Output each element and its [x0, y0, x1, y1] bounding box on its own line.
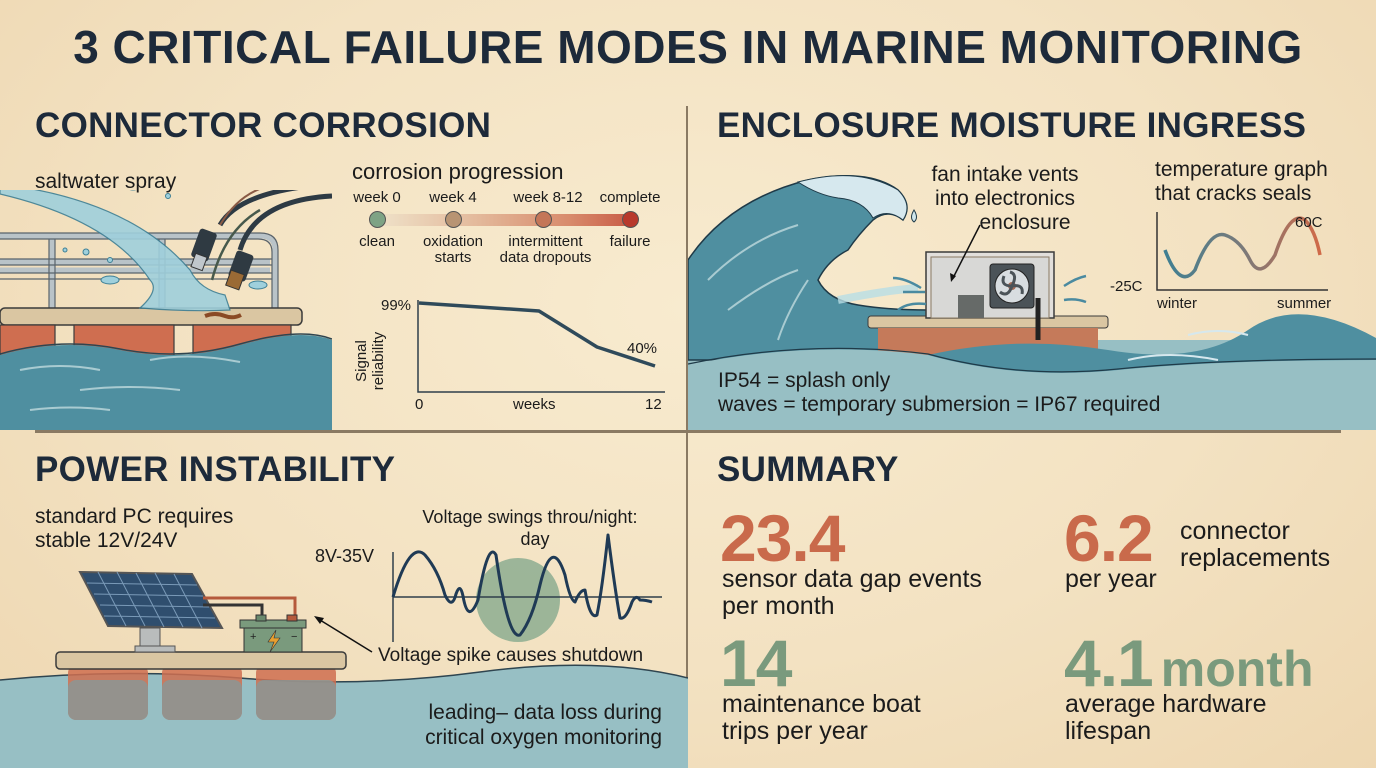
stage-dot-oxidation	[445, 211, 462, 228]
solar-panel-icon	[78, 570, 224, 653]
wave-icon	[0, 335, 332, 430]
x-max-label: 12	[645, 396, 662, 413]
lightning-icon	[267, 629, 281, 653]
stage-label: clean	[359, 233, 395, 250]
stat-value-connector-replacements: 6.2	[1064, 501, 1154, 575]
y-end-label: 40%	[627, 340, 658, 357]
x-start-label: winter	[1157, 295, 1198, 312]
stage-week: week 0	[353, 189, 401, 206]
timeline-track	[377, 214, 633, 226]
stat-side-label: connector replacements	[1180, 517, 1331, 572]
fan-icon	[989, 263, 1035, 309]
stage-dot-clean	[369, 211, 386, 228]
stat-label-boat-trips: maintenance boat trips per year	[722, 690, 921, 745]
temperature-chart: 60C -25C winter summer	[1110, 210, 1370, 320]
pc-requirement: standard PC requires stable 12V/24V	[35, 505, 234, 552]
water-splash-icon	[0, 190, 231, 312]
wave-illustration	[688, 160, 1376, 430]
y-axis-label: Signal reliability	[353, 331, 387, 391]
temp-max-label: 60C	[1295, 214, 1323, 231]
stage-week: complete	[599, 189, 661, 206]
reliability-chart: 99% 40% Signal reliability 0 weeks 12	[345, 292, 675, 420]
section-title: CONNECTOR CORROSION	[35, 106, 492, 145]
ip-rating-note: IP54 = splash only waves = temporary sub…	[718, 369, 1161, 416]
pontoon-icon	[0, 307, 303, 326]
stage-dot-failure	[622, 211, 639, 228]
svg-text:+: +	[250, 631, 256, 643]
x-end-label: summer	[1277, 295, 1332, 312]
section-title: ENCLOSURE MOISTURE INGRESS	[717, 106, 1307, 145]
stage-label: data dropouts	[499, 249, 592, 266]
stat-label-per-year: per year	[1065, 565, 1157, 593]
stat-value-hardware-lifespan: 4.1 month	[1064, 626, 1314, 700]
temp-min-label: -25C	[1110, 278, 1143, 295]
power-illustration: + −	[0, 560, 688, 768]
consequence-note: leading– data loss during critical oxyge…	[425, 701, 662, 749]
x-axis-label: weeks	[513, 396, 556, 413]
voltage-range-label: 8V-35V	[315, 546, 375, 566]
y-start-label: 99%	[381, 297, 412, 314]
voltage-chart	[390, 530, 670, 645]
x-min-label: 0	[415, 396, 424, 413]
stat-value-boat-trips: 14	[720, 626, 792, 700]
svg-text:−: −	[291, 631, 297, 643]
page-title: 3 CRITICAL FAILURE MODES IN MARINE MONIT…	[73, 21, 1303, 73]
stat-value-data-gaps: 23.4	[720, 501, 845, 575]
stage-label: intermittent	[508, 233, 583, 250]
spike-callout: Voltage spike causes shutdown	[378, 645, 644, 666]
stat-unit: month	[1160, 641, 1314, 697]
stage-label: failure	[609, 233, 651, 250]
voltage-chart-title: Voltage swings throu/night: day	[422, 507, 638, 549]
fan-callout: fan intake vents into electronics enclos…	[931, 163, 1079, 234]
battery-icon: + −	[239, 614, 307, 653]
section-title: SUMMARY	[717, 450, 899, 489]
stage-week: week 4	[429, 189, 477, 206]
temp-chart-title: temperature graph that cracks seals	[1155, 158, 1328, 205]
corrosion-timeline: week 0 clean week 4 oxidation starts wee…	[345, 189, 665, 269]
progression-title: corrosion progression	[352, 159, 564, 184]
stage-label: oxidation	[422, 233, 484, 250]
stat-label-data-gaps: sensor data gap events per month	[722, 565, 982, 620]
stage-dot-intermittent	[535, 211, 552, 228]
vertical-divider	[686, 106, 688, 768]
corrosion-illustration	[0, 190, 332, 430]
spray-label: saltwater spray	[35, 170, 177, 193]
stat-label-hardware-lifespan: average hardware lifespan	[1065, 690, 1267, 745]
cable-connector-icon	[190, 190, 332, 291]
stage-label: starts	[434, 249, 472, 266]
stage-week: week 8-12	[513, 189, 583, 206]
section-title: POWER INSTABILITY	[35, 450, 396, 489]
airflow-arrow-icon	[892, 274, 1087, 312]
horizontal-divider	[35, 430, 1341, 433]
